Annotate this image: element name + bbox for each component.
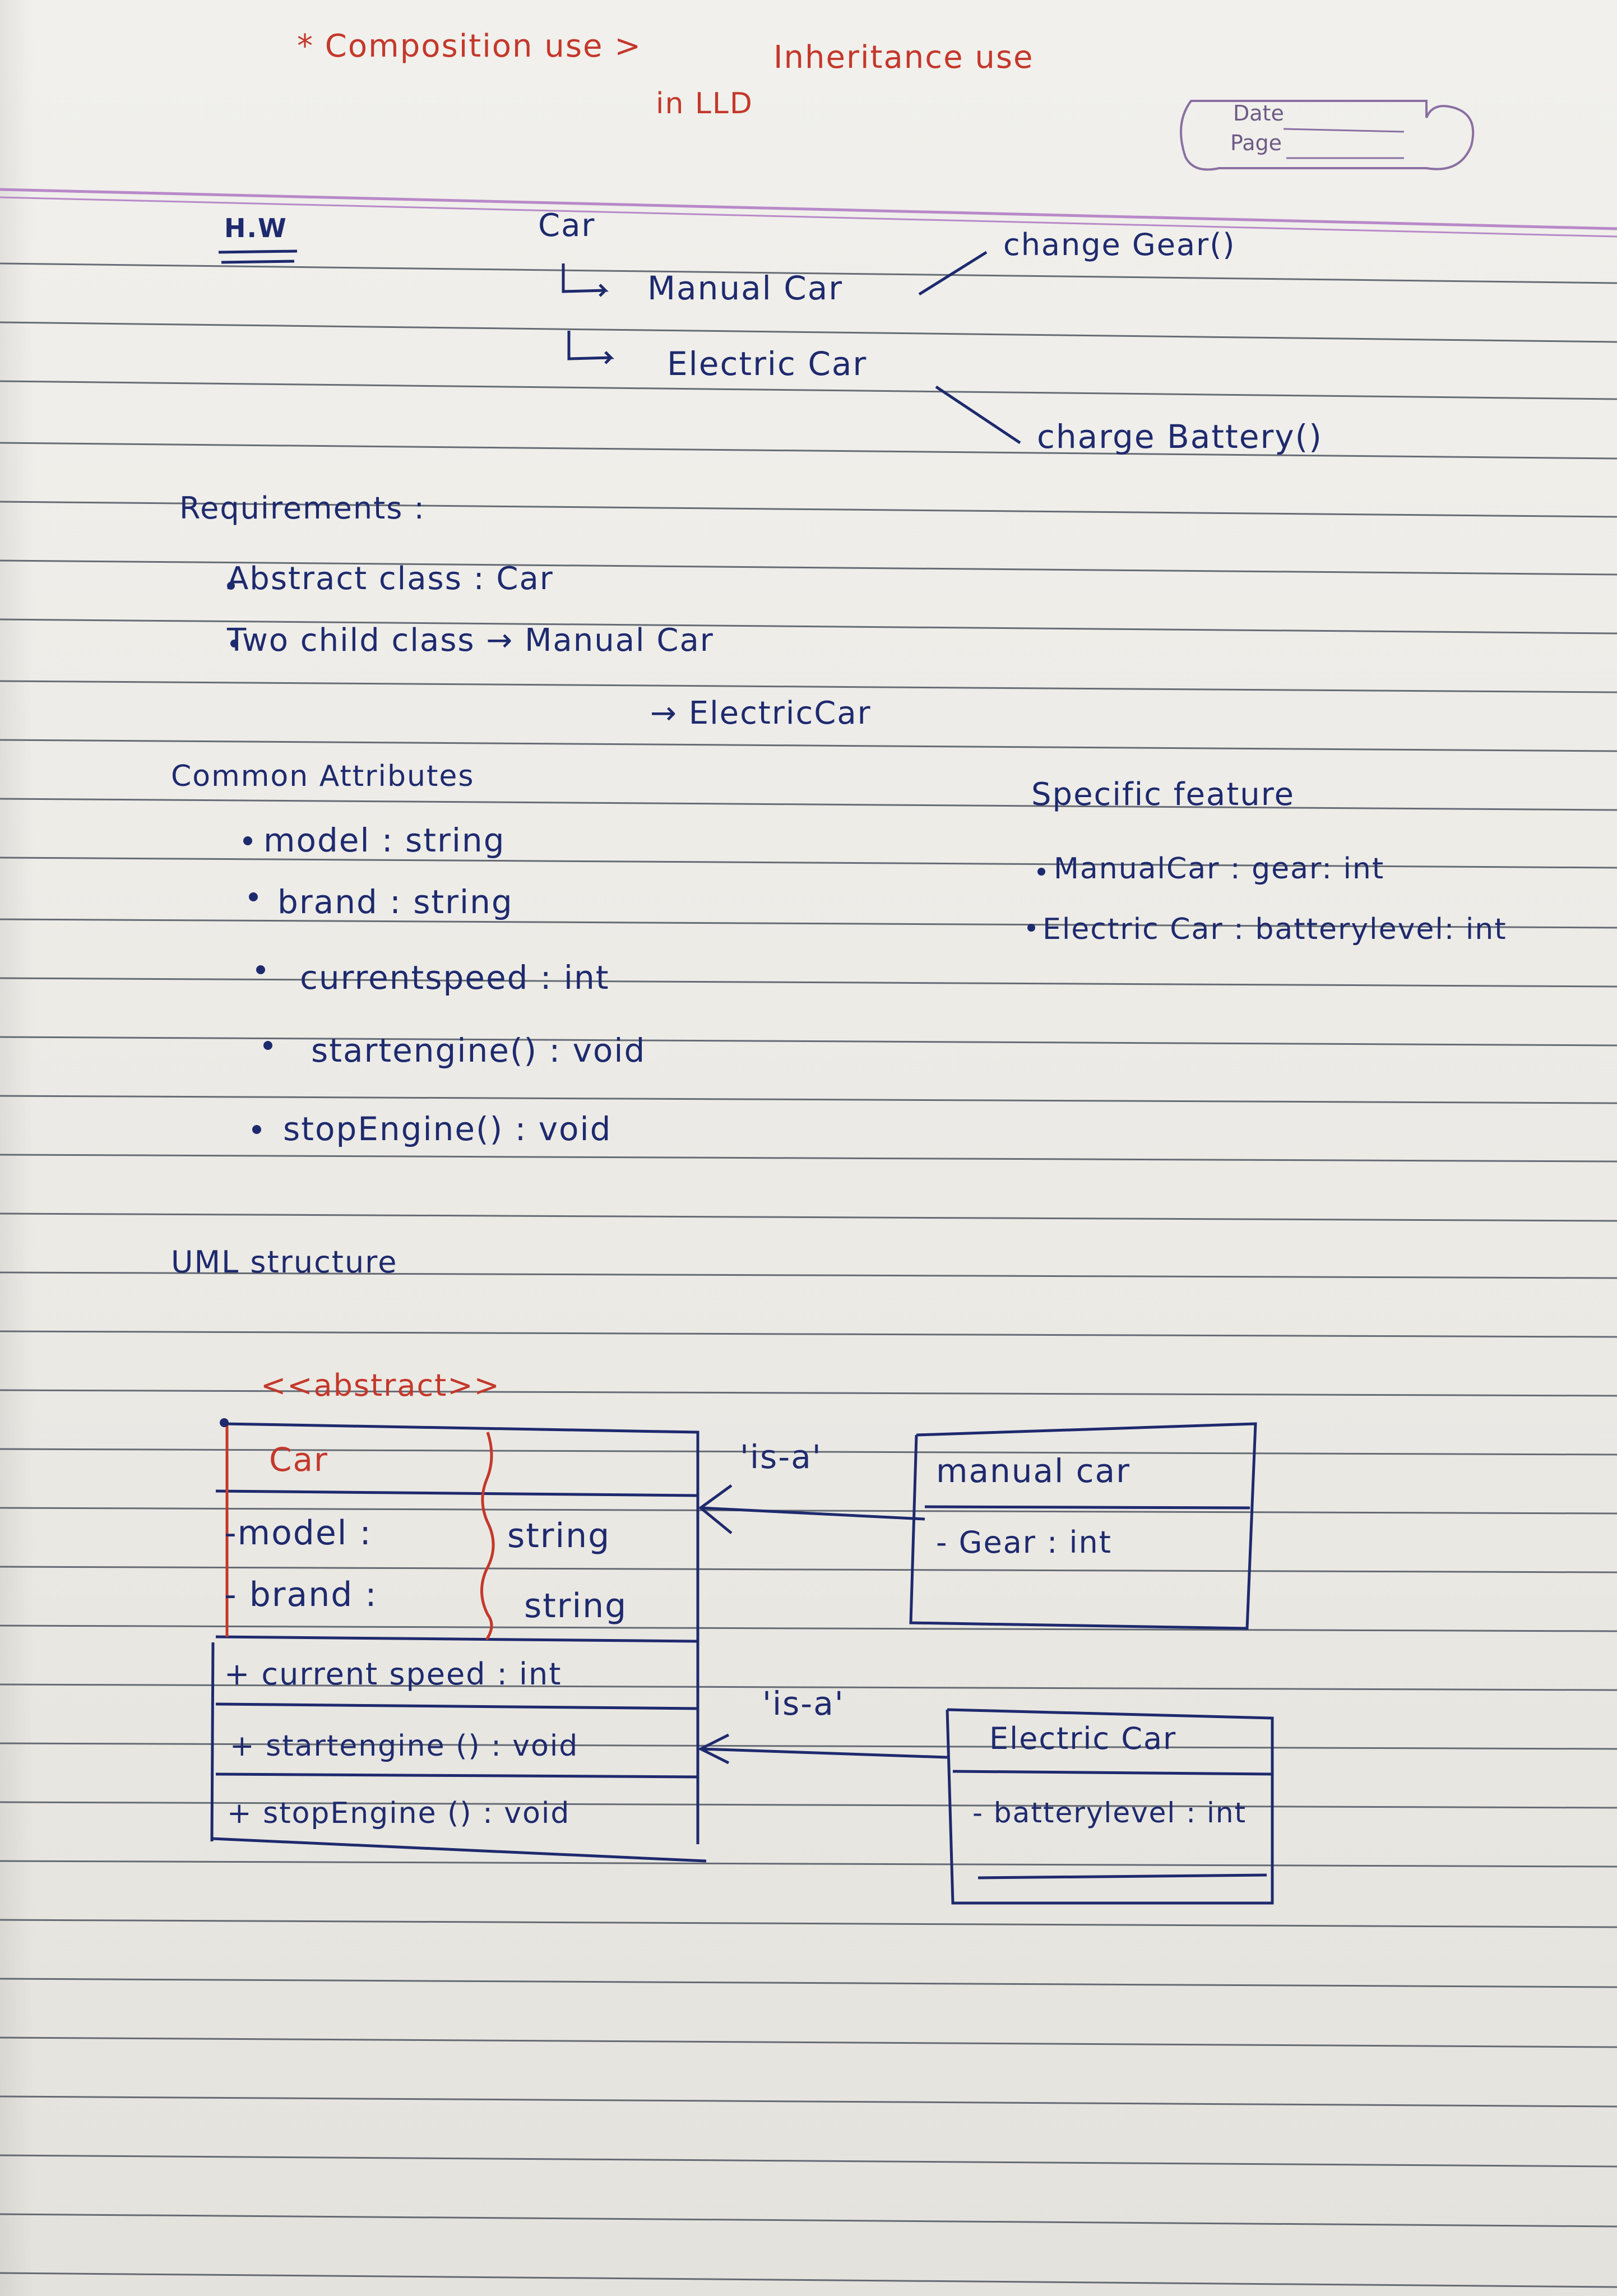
page-label: Page (1230, 131, 1282, 155)
specific-feature-title: Specific feature (1031, 776, 1295, 813)
uml-car-method-start: + startengine () : void (230, 1729, 579, 1763)
uml-relation-is-a-1: 'is-a' (740, 1438, 822, 1476)
requirement-item-2: Two child class → Manual Car (227, 622, 714, 659)
uml-structure-title: UML structure (171, 1244, 398, 1280)
common-attr-item-2: brand : string (277, 883, 513, 921)
uml-car-attr-brand-name: - brand : (224, 1575, 378, 1614)
hw-method-change-gear: change Gear() (1003, 227, 1236, 262)
uml-manual-class-attr: - Gear : int (936, 1525, 1112, 1560)
hw-root-car: Car (538, 207, 596, 244)
common-attributes-title: Common Attributes (171, 760, 475, 793)
requirement-item-3: → ElectricCar (650, 695, 872, 732)
uml-relation-is-a-2: 'is-a' (762, 1684, 845, 1723)
header-composition-text: * Composition use > (297, 28, 642, 64)
common-attr-item-4: startengine() : void (311, 1031, 646, 1070)
requirements-title: Requirements : (179, 490, 425, 526)
common-attr-item-3: currentspeed : int (300, 959, 610, 997)
uml-stereotype: <<abstract>> (261, 1368, 501, 1403)
uml-electric-class-attr: - batterylevel : int (972, 1797, 1247, 1829)
uml-car-class-name: Car (269, 1441, 328, 1479)
common-attr-item-1: model : string (263, 821, 506, 859)
specific-feature-item-1: ManualCar : gear: int (1054, 852, 1385, 886)
uml-electric-class-name: Electric Car (989, 1721, 1177, 1756)
date-page-block: Date Page (1169, 90, 1480, 185)
header-inheritance-text: Inheritance use (773, 39, 1034, 76)
uml-car-attr-brand-type: string (524, 1586, 628, 1626)
top-margin-line (0, 188, 1617, 230)
common-attr-item-5: stopEngine() : void (283, 1110, 612, 1148)
header-lld-text: in LLD (656, 87, 753, 121)
date-label: Date (1233, 101, 1284, 126)
uml-car-attr-model-type: string (507, 1516, 611, 1556)
requirement-item-1: Abstract class : Car (227, 561, 554, 597)
hw-label: H.W (224, 213, 288, 243)
uml-car-method-stop: + stopEngine () : void (227, 1797, 571, 1830)
hw-child-electric-car: Electric Car (667, 345, 868, 383)
hw-child-manual-car: Manual Car (647, 269, 844, 307)
hw-method-charge-battery: charge Battery() (1037, 418, 1323, 456)
uml-car-attr-speed: + current speed : int (224, 1656, 562, 1692)
specific-feature-item-2: Electric Car : batterylevel: int (1043, 913, 1507, 946)
uml-manual-class-name: manual car (936, 1452, 1130, 1490)
uml-car-attr-model-name: -model : (224, 1513, 372, 1553)
